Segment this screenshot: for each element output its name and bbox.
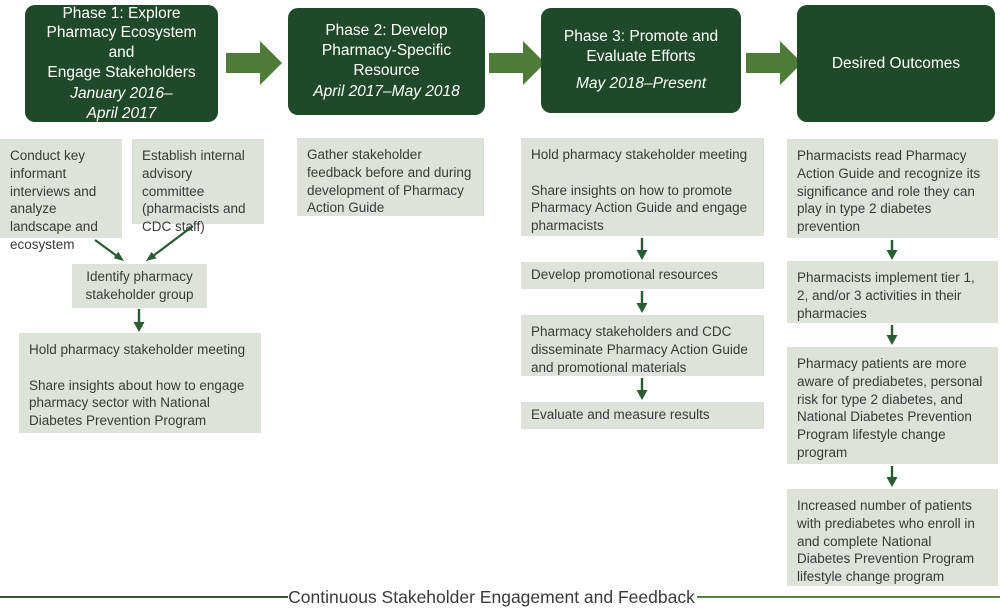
desired-outcomes-title: Desired Outcomes: [831, 54, 961, 72]
down-arrow-icon: [886, 466, 898, 487]
evaluate-results-box: Evaluate and measure results: [521, 402, 764, 429]
patients-aware-box: Pharmacy patients are more aware of pred…: [787, 347, 998, 464]
gather-feedback-box: Gather stakeholder feedback before and d…: [297, 138, 484, 216]
phase-2-dates: April 2017–May 2018: [313, 82, 460, 100]
right-block-arrow-icon: [746, 41, 802, 85]
phase-3-title: Phase 3: Promote and Evaluate Efforts: [563, 27, 719, 65]
identify-stakeholder-group-box: Identify pharmacy stakeholder group: [72, 264, 207, 308]
pharmacists-implement-tiers-box: Pharmacists implement tier 1, 2, and/or …: [787, 261, 998, 323]
phase-3-dates: May 2018–Present: [575, 75, 707, 93]
develop-promotional-resources-box: Develop promotional resources: [521, 262, 764, 289]
patients-enroll-box: Increased number of patients with predia…: [787, 489, 998, 586]
disseminate-guide-box: Pharmacy stakeholders and CDC disseminat…: [521, 315, 764, 376]
pharmacists-read-guide-box: Pharmacists read Pharmacy Action Guide a…: [787, 139, 998, 238]
footer-divider-right: [697, 596, 1000, 598]
down-arrow-icon: [886, 240, 898, 260]
right-block-arrow-icon: [226, 41, 282, 85]
phase-3-header: Phase 3: Promote and Evaluate Efforts Ma…: [541, 8, 741, 113]
phase-2-header: Phase 2: Develop Pharmacy-Specific Resou…: [288, 8, 485, 115]
converging-arrows-icon: [94, 225, 194, 261]
down-arrow-icon: [636, 291, 648, 313]
down-arrow-icon: [886, 325, 898, 345]
desired-outcomes-header: Desired Outcomes: [797, 5, 995, 122]
phase1-stakeholder-meeting-box: Hold pharmacy stakeholder meeting Share …: [19, 333, 261, 433]
down-arrow-icon: [133, 309, 145, 332]
phase-2-title: Phase 2: Develop Pharmacy-Specific Resou…: [321, 22, 452, 79]
footer-divider-left: [0, 596, 288, 598]
footer-label: Continuous Stakeholder Engagement and Fe…: [288, 587, 695, 607]
down-arrow-icon: [636, 238, 648, 260]
phase-1-dates: January 2016– April 2017: [70, 84, 173, 122]
down-arrow-icon: [636, 378, 648, 400]
establish-committee-box: Establish internal advisory committee (p…: [132, 139, 264, 234]
phase3-stakeholder-meeting-box: Hold pharmacy stakeholder meeting Share …: [521, 138, 764, 236]
phase-1-header: Phase 1: Explore Pharmacy Ecosystem and …: [25, 5, 218, 122]
phase-1-title: Phase 1: Explore Pharmacy Ecosystem and …: [46, 4, 197, 81]
conduct-interviews-box: Conduct key informant interviews and ana…: [0, 139, 122, 252]
right-block-arrow-icon: [489, 41, 545, 85]
